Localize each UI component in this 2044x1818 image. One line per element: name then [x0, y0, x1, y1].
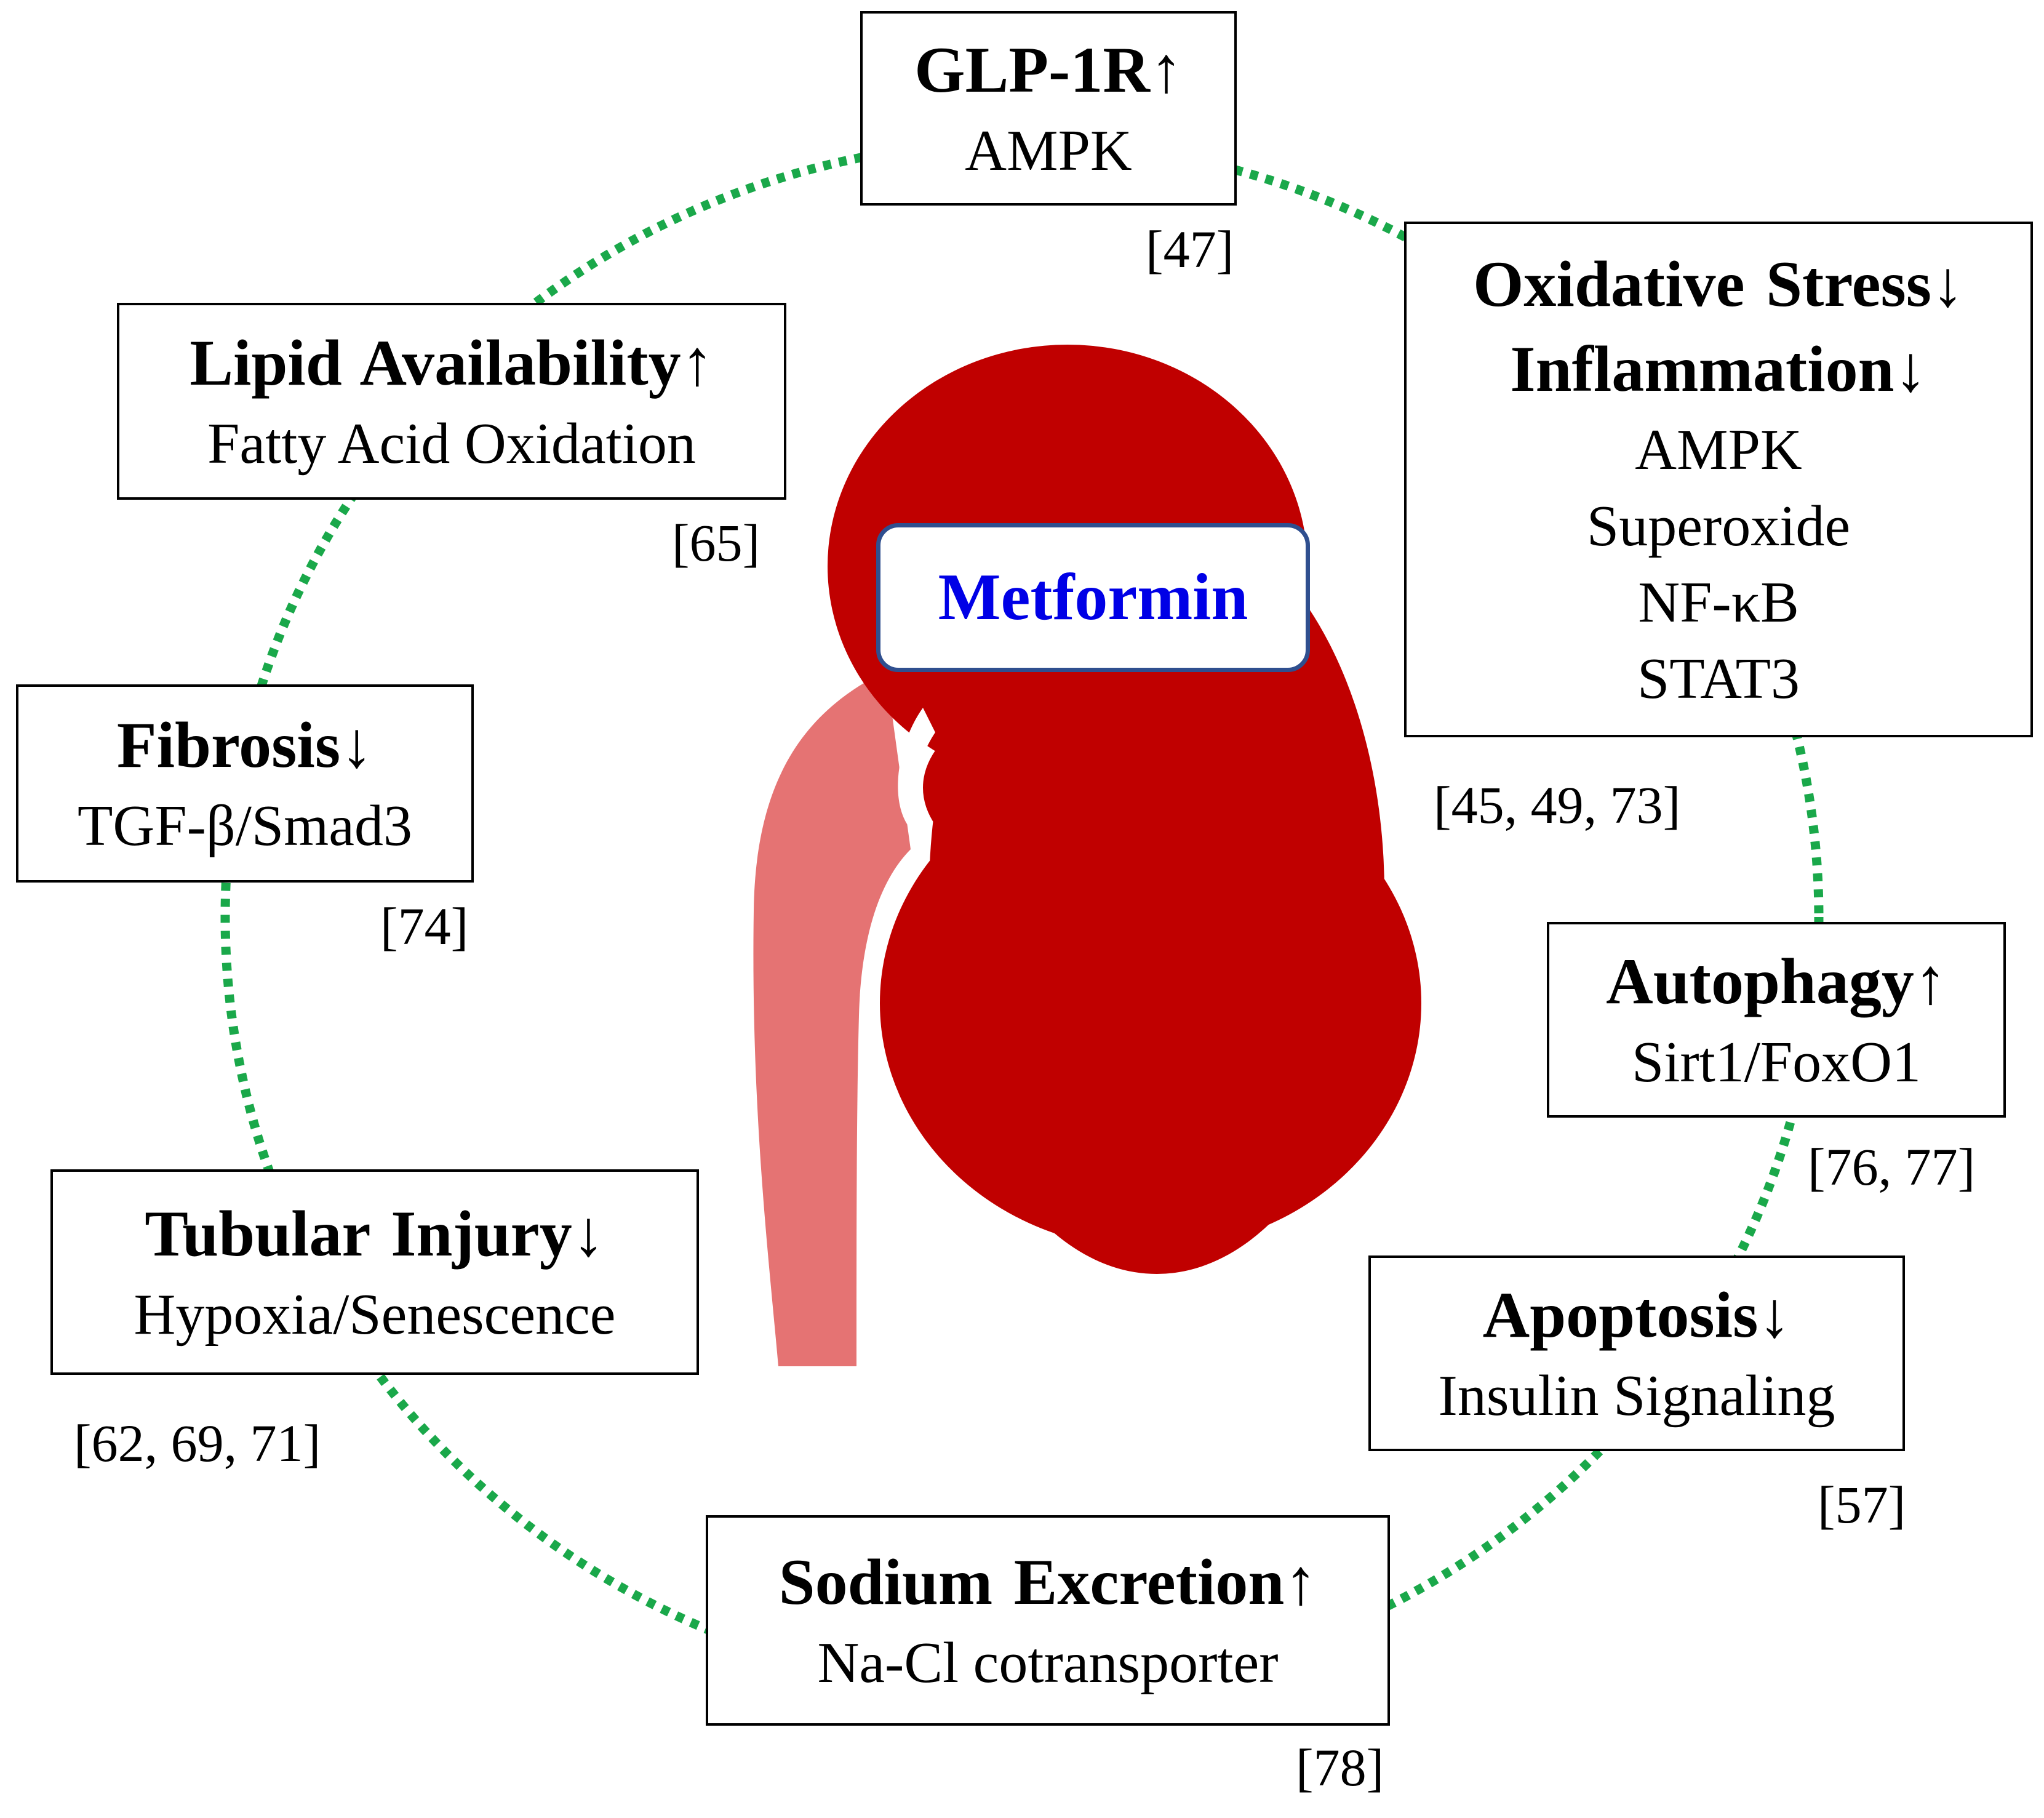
inflammation-title: Inflammation↓: [1510, 333, 1927, 405]
glp1r-ampk: AMPK: [965, 119, 1132, 183]
lipid-fatty-acid-oxidation: Fatty Acid Oxidation: [207, 412, 696, 476]
tubular-title: Tubular Injury↓: [145, 1198, 605, 1270]
sodium-nacl-cotransporter: Na-Cl cotransporter: [817, 1631, 1279, 1695]
fibrosis-box: Fibrosis↓ TGF-β/Smad3: [16, 684, 474, 883]
apoptosis-insulin-signaling: Insulin Signaling: [1438, 1364, 1835, 1428]
apoptosis-ref: [57]: [1818, 1475, 1906, 1534]
oxidative-ampk: AMPK: [1635, 418, 1802, 482]
kidney-shape: [828, 345, 1421, 1274]
autophagy-box: Autophagy↑ Sirt1/FoxO1: [1547, 922, 2006, 1118]
oxidative-ref: [45, 49, 73]: [1434, 775, 1681, 835]
apoptosis-title: Apoptosis↓: [1482, 1279, 1791, 1351]
lipid-title: Lipid Availability↑: [190, 327, 714, 399]
oxidative-superoxide: Superoxide: [1586, 494, 1851, 558]
apoptosis-box: Apoptosis↓ Insulin Signaling: [1368, 1255, 1905, 1451]
fibrosis-title: Fibrosis↓: [116, 709, 373, 781]
oxidative-box: Oxidative Stress↓ Inflammation↓ AMPK Sup…: [1404, 222, 2033, 737]
tubular-ref: [62, 69, 71]: [74, 1414, 321, 1473]
oxidative-nfkb: NF-κB: [1638, 571, 1799, 635]
metformin-label: Metformin: [876, 523, 1310, 672]
fibrosis-ref: [74]: [380, 897, 469, 956]
kidney-hilum: [898, 708, 935, 840]
autophagy-sirt1-foxo1: Sirt1/FoxO1: [1631, 1030, 1922, 1094]
autophagy-ref: [76, 77]: [1808, 1137, 1976, 1196]
glp1r-ref: [47]: [1146, 220, 1234, 279]
sodium-title: Sodium Excretion↑: [778, 1546, 1317, 1618]
autophagy-title: Autophagy↑: [1606, 945, 1947, 1017]
glp1r-box: GLP-1R↑ AMPK: [860, 11, 1237, 206]
fibrosis-tgf-smad3: TGF-β/Smad3: [78, 794, 412, 858]
sodium-box: Sodium Excretion↑ Na-Cl cotransporter: [706, 1515, 1390, 1726]
lipid-box: Lipid Availability↑ Fatty Acid Oxidation: [117, 303, 786, 500]
oxidative-stat3: STAT3: [1637, 647, 1800, 711]
glp1r-title: GLP-1R↑: [914, 34, 1183, 106]
tubular-hypoxia-senescence: Hypoxia/Senescence: [134, 1283, 616, 1347]
tubular-box: Tubular Injury↓ Hypoxia/Senescence: [50, 1169, 699, 1375]
oxidative-title: Oxidative Stress↓: [1472, 248, 1965, 320]
sodium-ref: [78]: [1296, 1738, 1384, 1797]
lipid-ref: [65]: [672, 513, 761, 572]
ureter-shape: [753, 671, 911, 1366]
metformin-label-text: Metformin: [938, 561, 1248, 634]
